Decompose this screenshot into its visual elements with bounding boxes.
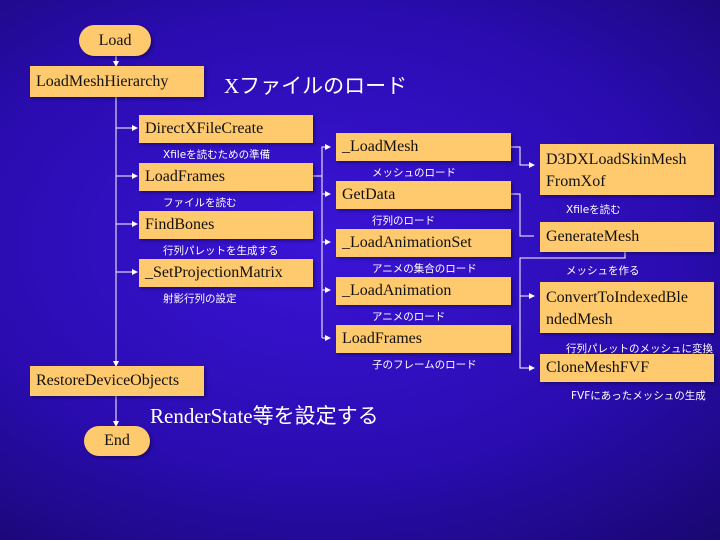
load-frames-node[interactable]: LoadFrames <box>139 163 313 191</box>
convert-indexed-line1: ConvertToIndexedBle <box>546 288 688 306</box>
d3dx-load-skin-mesh-line1: D3DXLoadSkinMesh <box>546 150 687 168</box>
d3dx-load-skin-mesh-line2: FromXof <box>546 172 606 190</box>
generate-mesh-note: メッシュを作る <box>566 265 640 277</box>
load-frames-2-note: 子のフレームのロード <box>372 359 477 371</box>
get-data-node[interactable]: GetData <box>336 181 511 209</box>
render-state-note: RenderState等を設定する <box>150 404 379 428</box>
load-mesh-node[interactable]: _LoadMesh <box>336 133 511 161</box>
convert-indexed-note: 行列パレットのメッシュに変換 <box>566 343 713 355</box>
convert-indexed-node[interactable]: ConvertToIndexedBle ndedMesh <box>540 282 714 333</box>
restore-device-objects-node[interactable]: RestoreDeviceObjects <box>30 366 204 396</box>
convert-indexed-line2: ndedMesh <box>546 310 613 328</box>
get-data-note: 行列のロード <box>372 215 435 227</box>
load-animation-note: アニメのロード <box>372 311 446 323</box>
load-animation-set-note: アニメの集合のロード <box>372 263 477 275</box>
find-bones-node[interactable]: FindBones <box>139 211 313 239</box>
d3dx-load-skin-mesh-node[interactable]: D3DXLoadSkinMesh FromXof <box>540 144 714 195</box>
load-mesh-note: メッシュのロード <box>372 167 456 179</box>
load-animation-set-node[interactable]: _LoadAnimationSet <box>336 229 511 257</box>
xfile-load-title: Xファイルのロード <box>224 74 408 98</box>
d3dx-load-skin-mesh-note: Xfileを読む <box>566 204 621 216</box>
directx-file-create-note: Xfileを読むための準備 <box>163 149 271 161</box>
clone-mesh-fvf-node[interactable]: CloneMeshFVF <box>540 354 714 382</box>
directx-file-create-node[interactable]: DirectXFileCreate <box>139 115 313 143</box>
clone-mesh-fvf-note: FVFにあったメッシュの生成 <box>571 390 706 402</box>
load-node[interactable]: Load <box>79 25 151 56</box>
end-node[interactable]: End <box>84 426 150 456</box>
load-mesh-hierarchy-node[interactable]: LoadMeshHierarchy <box>30 66 204 97</box>
set-projection-matrix-node[interactable]: _SetProjectionMatrix <box>139 259 313 287</box>
find-bones-note: 行列パレットを生成する <box>163 245 279 257</box>
generate-mesh-node[interactable]: GenerateMesh <box>540 222 714 252</box>
set-projection-matrix-note: 射影行列の設定 <box>163 293 237 305</box>
load-animation-node[interactable]: _LoadAnimation <box>336 277 511 305</box>
load-frames-note: ファイルを読む <box>163 197 237 209</box>
load-frames-2-node[interactable]: LoadFrames <box>336 325 511 353</box>
